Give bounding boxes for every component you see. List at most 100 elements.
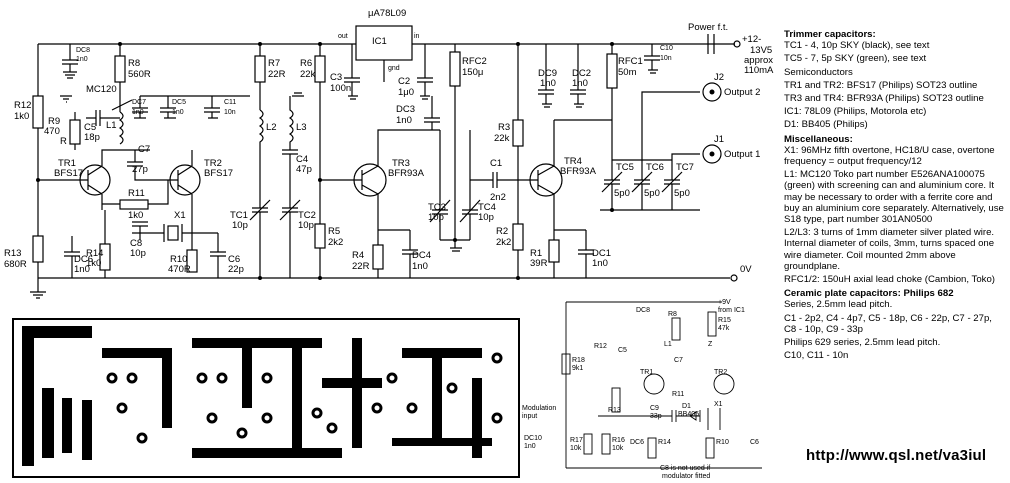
r4-label: R4: [352, 250, 364, 261]
notes-line: Series, 2.5mm lead pitch.: [784, 299, 893, 311]
mod-r15-value: 47k: [718, 325, 730, 332]
notes-line: X1: 96MHz fifth overtone, HC18/U case, o…: [784, 144, 995, 168]
notes-heading: Trimmer capacitors:: [784, 29, 876, 40]
c3-label: C3: [330, 72, 342, 83]
mod-dc10-value: 1n0: [524, 443, 536, 450]
rfc2-label: RFC2: [462, 56, 487, 67]
r11-resistor: [119, 199, 149, 210]
notes-line: TC1 - 4, 10p SKY (black), see text: [784, 40, 930, 52]
tr1-value: BFS17: [54, 168, 83, 179]
r13-value: 680R: [4, 259, 27, 270]
c3-value: 100n: [330, 83, 351, 94]
l1-coil: [118, 111, 124, 145]
dc9-value: 1n0: [540, 78, 556, 89]
mod-z-label: Z: [708, 341, 713, 348]
r11-label: R11: [128, 188, 145, 199]
tr2-label: TR2: [204, 158, 222, 169]
rfc1-label: RFC1: [618, 56, 643, 67]
c11-value: 10n: [224, 109, 236, 116]
tc7-value: 5p0: [674, 188, 690, 199]
supply-approx-label: approx: [744, 55, 773, 66]
mod-dc6-label: DC6: [630, 439, 644, 446]
mod-d1-value: BB405: [678, 411, 699, 418]
r8-resistor: [114, 55, 126, 83]
rfc2-value: 150μ: [462, 67, 483, 78]
main-schematic: μA78L09 IC1 out in gnd Power f.t. +12- 1…: [4, 8, 774, 299]
power-feed-label: Power f.t.: [688, 22, 728, 33]
mod-r16-value: 10k: [612, 445, 624, 452]
dc7-value: 1n0: [132, 109, 144, 116]
mod-r10-label: R10: [716, 439, 729, 446]
notes-line: D1: BB405 (Philips): [784, 119, 868, 131]
mod-x1-label: X1: [714, 401, 723, 408]
r8-label: R8: [128, 58, 140, 69]
l2-label: L2: [266, 122, 277, 133]
tc7-label: TC7: [676, 162, 694, 173]
mod-r18-label: R18: [572, 357, 585, 364]
dc6-label: DC6: [74, 254, 93, 265]
r9-resistor: [69, 119, 81, 145]
dc2-value: 1n0: [572, 78, 588, 89]
supply-current-label: 110mA: [744, 65, 774, 76]
x1-crystal: [167, 225, 179, 241]
r3-label: R3: [498, 122, 510, 133]
r5-resistor: [314, 223, 326, 249]
mod-note-line2: modulator fitted: [662, 473, 710, 480]
notes-line: C1 - 2p2, C4 - 4p7, C5 - 18p, C6 - 22p, …: [784, 312, 992, 335]
r3-value: 22k: [494, 133, 510, 144]
r1-label: R1: [530, 248, 542, 259]
r6-label: R6: [300, 58, 312, 69]
tc2-value: 10p: [298, 220, 314, 231]
parts-notes: Trimmer capacitors:TC1 - 4, 10p SKY (bla…: [784, 26, 1006, 363]
r9-value: 470: [44, 126, 60, 137]
r10-resistor: [186, 249, 198, 273]
r9-suffix: R: [60, 136, 67, 147]
r7-value: 22R: [268, 69, 286, 80]
c6-label: C6: [228, 254, 240, 265]
notes-line: C10, C11 - 10n: [784, 350, 849, 362]
mod-r8-label: R8: [668, 311, 677, 318]
mod-dc10-label: DC10: [524, 435, 542, 442]
mod-c6-label: C6: [750, 439, 759, 446]
mod-r17-value: 10k: [570, 445, 582, 452]
dc5-value: 1n0: [172, 109, 184, 116]
r6-value: 22k: [300, 69, 316, 80]
mod-dc8-label: DC8: [636, 307, 650, 314]
l3-coil: [288, 96, 294, 150]
mod-tr1-label: TR1: [640, 369, 653, 376]
dc3-value: 1n0: [396, 115, 412, 126]
r9-label: R9: [48, 116, 60, 127]
r7-resistor: [254, 55, 266, 83]
mod-r11-label: R11: [672, 391, 684, 398]
dc4-value: 1n0: [412, 261, 428, 272]
r5-label: R5: [328, 226, 340, 237]
notes-heading: Miscellaneous:: [784, 133, 853, 145]
r10-label: R10: [170, 254, 187, 265]
r5-value: 2k2: [328, 237, 343, 248]
r2-resistor: [512, 223, 524, 251]
tc6-label: TC6: [646, 162, 664, 173]
c2-label: C2: [398, 76, 410, 87]
r13-label: R13: [4, 248, 21, 259]
mod-d1-label: D1: [682, 403, 691, 410]
tr2-value: BFS17: [204, 168, 233, 179]
rfc2-choke: [449, 51, 461, 87]
r2-label: R2: [496, 226, 508, 237]
mod-r13-label: R13: [608, 407, 621, 414]
output1-label: Output 1: [724, 149, 760, 160]
j2-label: J2: [714, 72, 724, 83]
r4-value: 22R: [352, 261, 370, 272]
rfc1-value: 50m: [618, 67, 637, 78]
l1-label: L1: [106, 120, 117, 131]
tc6-value: 5p0: [644, 188, 660, 199]
mod-c7-label: C7: [674, 357, 683, 364]
x1-label: X1: [174, 210, 186, 221]
mod-c9-label: C9: [650, 405, 659, 412]
tc4-value: 10p: [478, 212, 494, 223]
mod-note-line1: C8 is not used if: [660, 465, 710, 472]
c1-label: C1: [490, 158, 502, 169]
r4-resistor: [372, 244, 384, 270]
notes-line: IC1: 78L09 (Philips, Motorola etc): [784, 106, 927, 118]
c11-label: C11: [224, 99, 236, 106]
r12-label: R12: [14, 100, 31, 111]
